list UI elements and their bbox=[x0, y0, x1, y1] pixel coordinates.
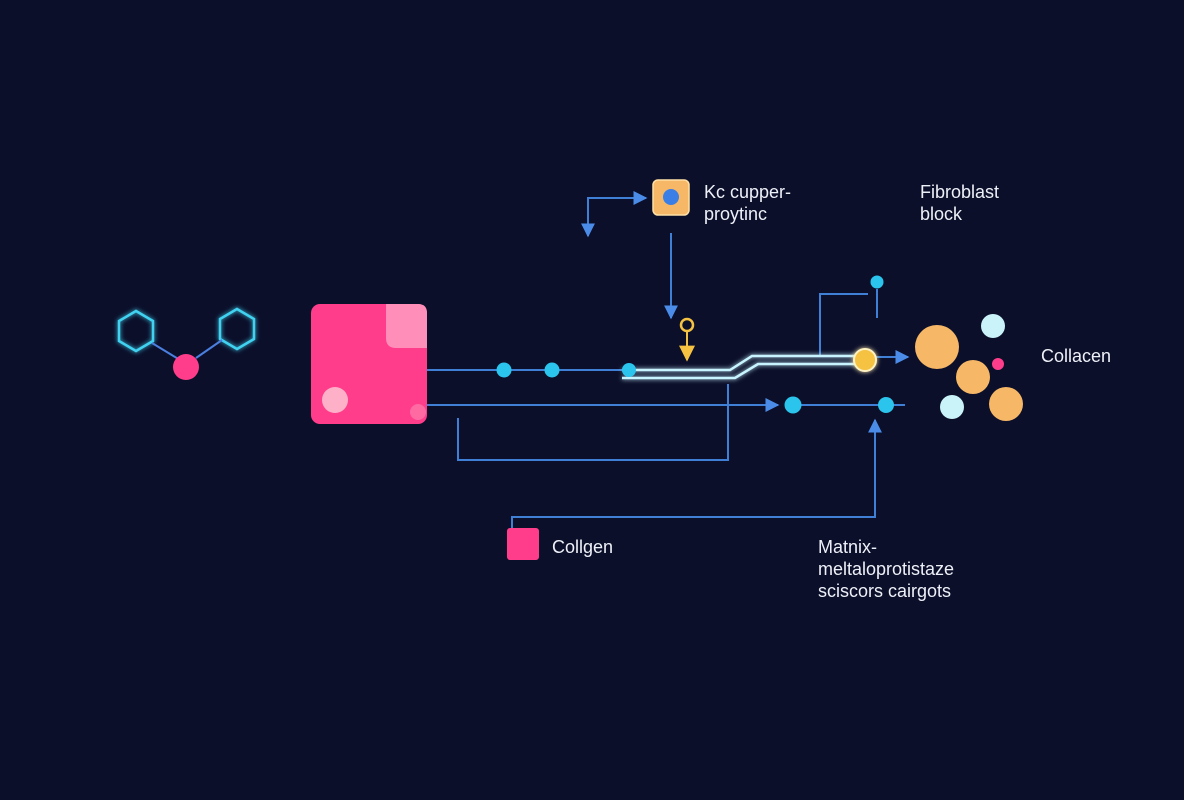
node-dot bbox=[622, 363, 636, 377]
matrix-label: Matnix- meltaloprotistaze sciscors cairg… bbox=[818, 536, 954, 602]
pink-atom bbox=[173, 354, 199, 380]
matrix-label-line: meltaloprotistaze bbox=[818, 559, 955, 579]
fibroblast-cluster-icon bbox=[915, 314, 1023, 421]
node-dot bbox=[544, 362, 560, 378]
nodes bbox=[496, 275, 894, 414]
connector-lines bbox=[427, 191, 910, 528]
matrix-label-line: sciscors cairgots bbox=[818, 581, 952, 601]
cupper-label: Kc cupper- proytinc bbox=[704, 181, 791, 225]
collgen-square-icon bbox=[507, 528, 539, 560]
yellow-pin-icon bbox=[679, 317, 695, 362]
channel-lines bbox=[622, 354, 860, 380]
fibroblast-label-line: block bbox=[920, 204, 963, 224]
bond-line bbox=[151, 342, 181, 361]
node-dot bbox=[784, 396, 802, 414]
hexagon-icon bbox=[117, 309, 155, 353]
cupper-label-line: proytinc bbox=[704, 204, 768, 224]
collgen-label: Collgen bbox=[552, 537, 614, 557]
collacen-label: Collacen bbox=[1041, 346, 1112, 366]
node-dot bbox=[878, 397, 894, 413]
cupper-label-line: Kc cupper- bbox=[704, 182, 792, 202]
enzyme-block-icon bbox=[311, 304, 427, 424]
fibroblast-label-line: Fibroblast bbox=[920, 182, 1000, 202]
molecule-icon bbox=[117, 307, 256, 380]
hexagon-icon bbox=[218, 307, 256, 351]
node-dot bbox=[496, 362, 512, 378]
matrix-label-line: Matnix- bbox=[818, 537, 878, 557]
protein-icon bbox=[652, 179, 690, 216]
node-dot bbox=[870, 275, 884, 289]
bond-line bbox=[195, 339, 223, 359]
yellow-node bbox=[853, 348, 877, 372]
fibroblast-label: Fibroblast block bbox=[920, 181, 999, 225]
